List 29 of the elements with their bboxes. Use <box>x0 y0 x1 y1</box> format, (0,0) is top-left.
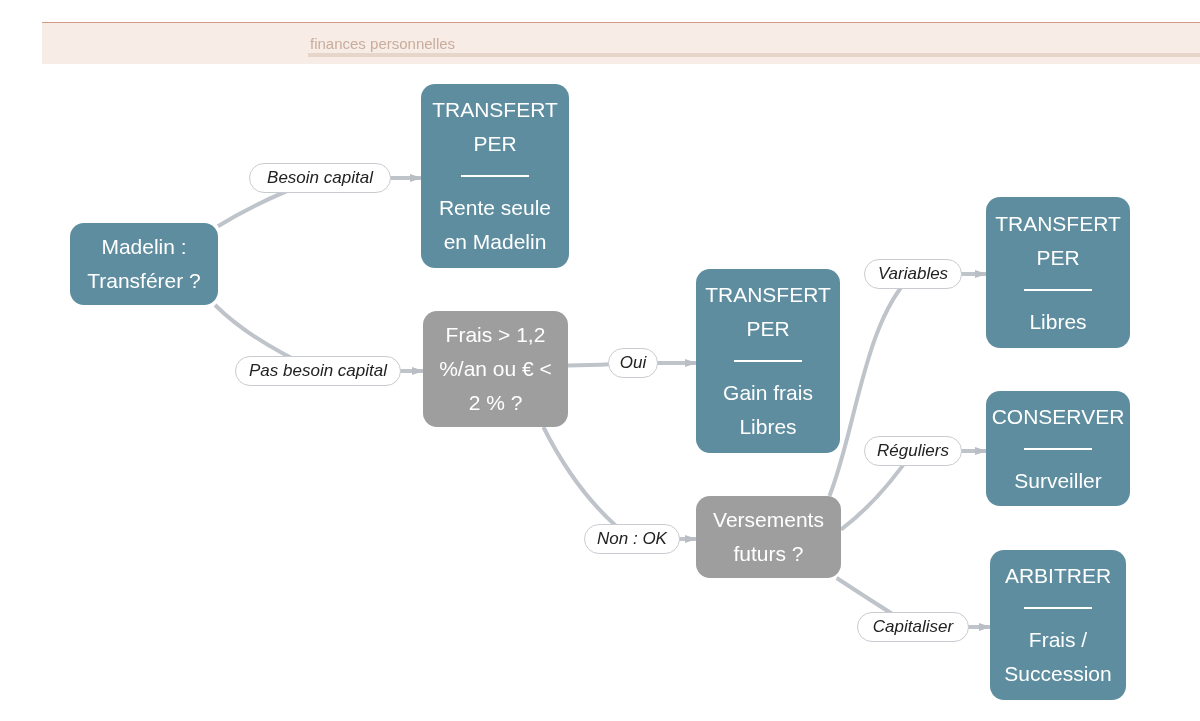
box-text: Madelin : Transférer ? <box>86 234 202 294</box>
edge-label: Besoin capital <box>249 163 391 193</box>
box-text: Frais > 1,2 %/an ou € < 2 % ? <box>438 322 553 416</box>
box-heading: CONSERVER <box>991 403 1125 430</box>
outcome-box <box>70 223 218 305</box>
decision-box <box>423 311 568 427</box>
box-heading: TRANSFERT PER <box>431 97 559 157</box>
box-text: Libres <box>1029 308 1087 335</box>
edge-label: Oui <box>608 348 658 378</box>
box-text: Surveiller <box>1014 467 1102 494</box>
box-text: Versements futurs ? <box>712 507 825 567</box>
outcome-box <box>986 391 1130 506</box>
box-heading: ARBITRER <box>1004 563 1112 589</box>
edge-label: Pas besoin capital <box>235 356 401 386</box>
edge-label: Réguliers <box>864 436 962 466</box>
edge-label: Variables <box>864 259 962 289</box>
outcome-box <box>990 550 1126 700</box>
outcome-box <box>696 269 840 453</box>
header-subtitle: finances personnelles <box>310 34 456 54</box>
box-text: Gain frais Libres <box>722 380 814 440</box>
box-heading: TRANSFERT PER <box>994 210 1122 271</box>
box-text: Frais / Succession <box>1003 627 1113 687</box>
edge-label: Non : OK <box>584 524 680 554</box>
decision-box <box>696 496 841 578</box>
box-text: Rente seule en Madelin <box>437 195 553 255</box>
edge-label: Capitaliser <box>857 612 969 642</box>
outcome-box <box>986 197 1130 348</box>
box-heading: TRANSFERT PER <box>704 282 832 342</box>
outcome-box <box>421 84 569 268</box>
